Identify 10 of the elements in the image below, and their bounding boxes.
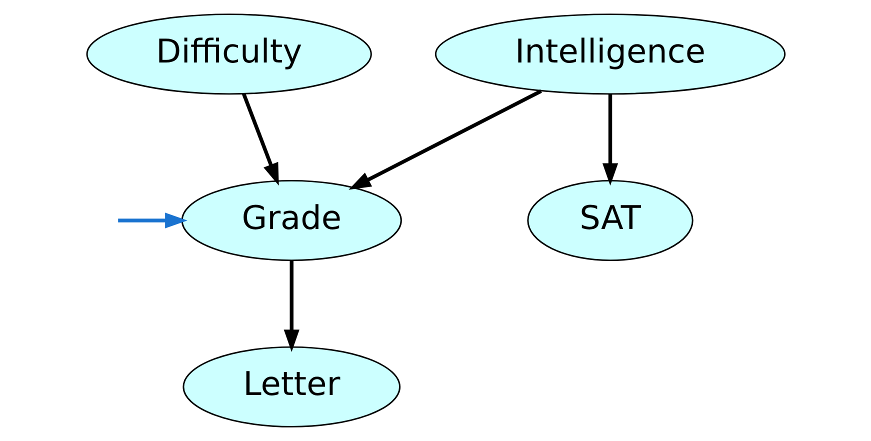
arrow xyxy=(118,212,187,228)
node-ellipse: SAT xyxy=(526,180,693,262)
arrow xyxy=(348,89,542,190)
arrow xyxy=(283,260,299,352)
node-ellipse: Grade xyxy=(180,180,402,262)
node-ellipse: Letter xyxy=(182,346,400,428)
arrow xyxy=(602,94,618,186)
arrow xyxy=(242,93,278,186)
node-ellipse: Difficulty xyxy=(86,14,372,95)
node-ellipse: Intelligence xyxy=(434,14,786,95)
